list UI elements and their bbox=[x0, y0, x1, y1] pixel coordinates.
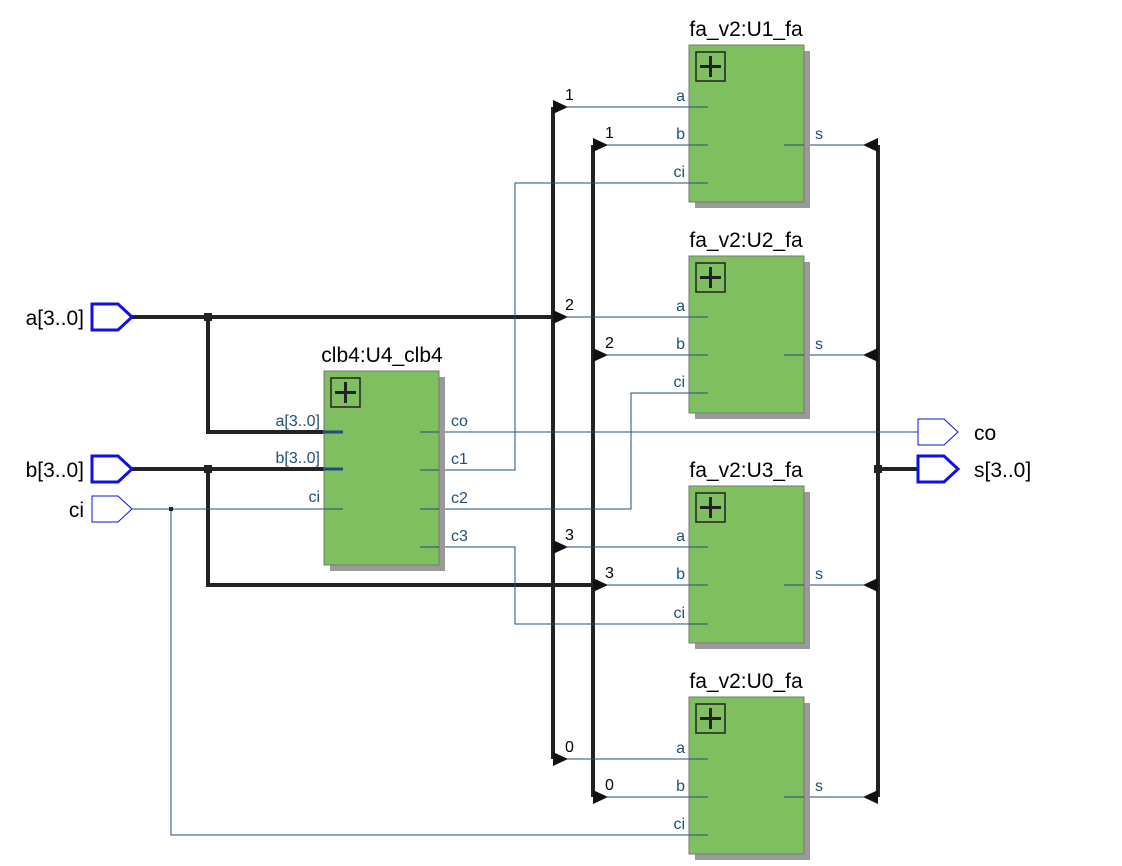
fa-u0-expand-icon[interactable] bbox=[695, 703, 726, 734]
fa-u3-block[interactable]: fa_v2:U3_fa a b ci s bbox=[673, 459, 823, 649]
input-pin-ci-label: ci bbox=[69, 499, 84, 522]
fa-u3-port-b: b bbox=[676, 566, 685, 583]
b-ripper-0 bbox=[593, 790, 608, 804]
output-pin-s-label: s[3..0] bbox=[974, 459, 1031, 482]
fa-u0-block[interactable]: fa_v2:U0_fa a b ci s bbox=[673, 670, 823, 860]
a-bus-junction bbox=[204, 313, 212, 321]
clb4-expand-icon[interactable] bbox=[330, 377, 361, 408]
a-bus-branch-to-clb4[interactable] bbox=[206, 317, 343, 434]
s-ripper-1 bbox=[863, 138, 878, 152]
fa-u3-title: fa_v2:U3_fa bbox=[689, 459, 803, 482]
b-ripper-2 bbox=[593, 348, 608, 362]
fa-u0-title: fa_v2:U0_fa bbox=[689, 670, 803, 693]
bit-label-u0-a: 0 bbox=[565, 739, 574, 756]
output-pin-co[interactable]: co bbox=[917, 418, 996, 446]
bit-label-u3-b: 3 bbox=[605, 565, 614, 582]
bit-label-u1-a: 1 bbox=[565, 87, 574, 104]
b-bus-branch-down[interactable] bbox=[206, 469, 593, 587]
clb4-port-a: a[3..0] bbox=[276, 413, 320, 430]
b-ripper-1 bbox=[593, 138, 608, 152]
c1-net-wire[interactable] bbox=[420, 182, 708, 471]
clb4-port-c3: c3 bbox=[451, 528, 468, 545]
clb4-port-co: co bbox=[451, 413, 468, 430]
input-pin-ci[interactable]: ci bbox=[69, 495, 133, 523]
clb4-port-ci: ci bbox=[308, 489, 320, 506]
s-bus-junction bbox=[874, 465, 882, 473]
a-ripper-0 bbox=[553, 752, 568, 766]
clb4-port-c1: c1 bbox=[451, 451, 468, 468]
fa-u1-pins bbox=[689, 106, 804, 184]
fa-u1-port-s: s bbox=[815, 126, 823, 143]
wires bbox=[132, 106, 918, 836]
fa-u3-port-ci: ci bbox=[673, 605, 685, 622]
fa-u3-pins bbox=[689, 546, 804, 625]
fa-u1-port-a: a bbox=[676, 88, 685, 105]
fa-u1-expand-icon[interactable] bbox=[695, 51, 726, 82]
clb4-port-b: b[3..0] bbox=[276, 450, 320, 467]
fa-u2-expand-icon[interactable] bbox=[695, 262, 726, 293]
fa-u2-body[interactable] bbox=[688, 255, 805, 414]
output-pin-co-shape[interactable] bbox=[917, 418, 959, 446]
ci-junction bbox=[169, 507, 173, 511]
bit-label-u2-a: 2 bbox=[565, 297, 574, 314]
a-ripper-2 bbox=[553, 310, 568, 324]
clb4-block-title: clb4:U4_clb4 bbox=[321, 344, 443, 367]
a-ripper-1 bbox=[553, 100, 568, 114]
bit-index-labels: 1 1 2 2 3 3 0 0 bbox=[565, 87, 614, 794]
fa-u1-port-ci: ci bbox=[673, 164, 685, 181]
fa-u0-port-ci: ci bbox=[673, 816, 685, 833]
bit-label-u1-b: 1 bbox=[605, 125, 614, 142]
a-ripper-3 bbox=[553, 540, 568, 554]
fa-u3-port-s: s bbox=[815, 566, 823, 583]
input-pin-a[interactable]: a[3..0] bbox=[26, 302, 135, 332]
s-ripper-2 bbox=[863, 348, 878, 362]
fa-u3-port-a: a bbox=[676, 528, 685, 545]
input-pin-b-label: b[3..0] bbox=[26, 459, 84, 482]
fa-u2-port-s: s bbox=[815, 336, 823, 353]
input-pin-b-shape[interactable] bbox=[90, 454, 135, 484]
input-pin-ci-shape[interactable] bbox=[91, 495, 133, 523]
fa-u0-port-s: s bbox=[815, 778, 823, 795]
output-pin-co-label: co bbox=[974, 422, 996, 445]
input-pin-a-label: a[3..0] bbox=[26, 307, 84, 330]
input-pin-a-shape[interactable] bbox=[90, 302, 135, 332]
output-pin-s[interactable]: s[3..0] bbox=[916, 454, 1031, 484]
fa-u1-title: fa_v2:U1_fa bbox=[689, 18, 803, 41]
fa-u0-port-a: a bbox=[676, 740, 685, 757]
fa-u3-body[interactable] bbox=[688, 485, 805, 644]
output-pin-s-shape[interactable] bbox=[916, 454, 961, 484]
fa-u2-port-ci: ci bbox=[673, 374, 685, 391]
fa-u1-body[interactable] bbox=[688, 44, 805, 203]
fa-u0-port-b: b bbox=[676, 778, 685, 795]
fa-u2-title: fa_v2:U2_fa bbox=[689, 229, 803, 252]
bit-label-u0-b: 0 bbox=[605, 777, 614, 794]
bus-rippers bbox=[553, 100, 878, 804]
fa-u2-pins bbox=[689, 316, 804, 394]
s-ripper-3 bbox=[863, 578, 878, 592]
fa-u2-port-a: a bbox=[676, 298, 685, 315]
b-ripper-3 bbox=[593, 578, 608, 592]
fa-u0-pins bbox=[689, 758, 804, 836]
input-pin-b[interactable]: b[3..0] bbox=[26, 454, 135, 484]
fa-u2-port-b: b bbox=[676, 336, 685, 353]
c2-net-wire[interactable] bbox=[420, 392, 708, 510]
bit-label-u3-a: 3 bbox=[565, 527, 574, 544]
clb4-port-c2: c2 bbox=[451, 490, 468, 507]
fa-u2-block[interactable]: fa_v2:U2_fa a b ci s bbox=[673, 229, 823, 419]
fa-u1-block[interactable]: fa_v2:U1_fa a b ci s bbox=[673, 18, 823, 208]
bit-label-u2-b: 2 bbox=[605, 335, 614, 352]
fa-u1-port-b: b bbox=[676, 126, 685, 143]
clb4-block[interactable]: clb4:U4_clb4 a[3..0] b[3..0] ci co c1 c2… bbox=[276, 344, 468, 571]
fa-u0-body[interactable] bbox=[688, 696, 805, 855]
c3-net-wire[interactable] bbox=[420, 546, 708, 625]
clb4-block-body[interactable] bbox=[323, 370, 440, 566]
b-bus-junction bbox=[204, 465, 212, 473]
ci-net-to-u0[interactable] bbox=[170, 509, 708, 836]
s-ripper-0 bbox=[863, 790, 878, 804]
fa-u3-expand-icon[interactable] bbox=[695, 492, 726, 523]
